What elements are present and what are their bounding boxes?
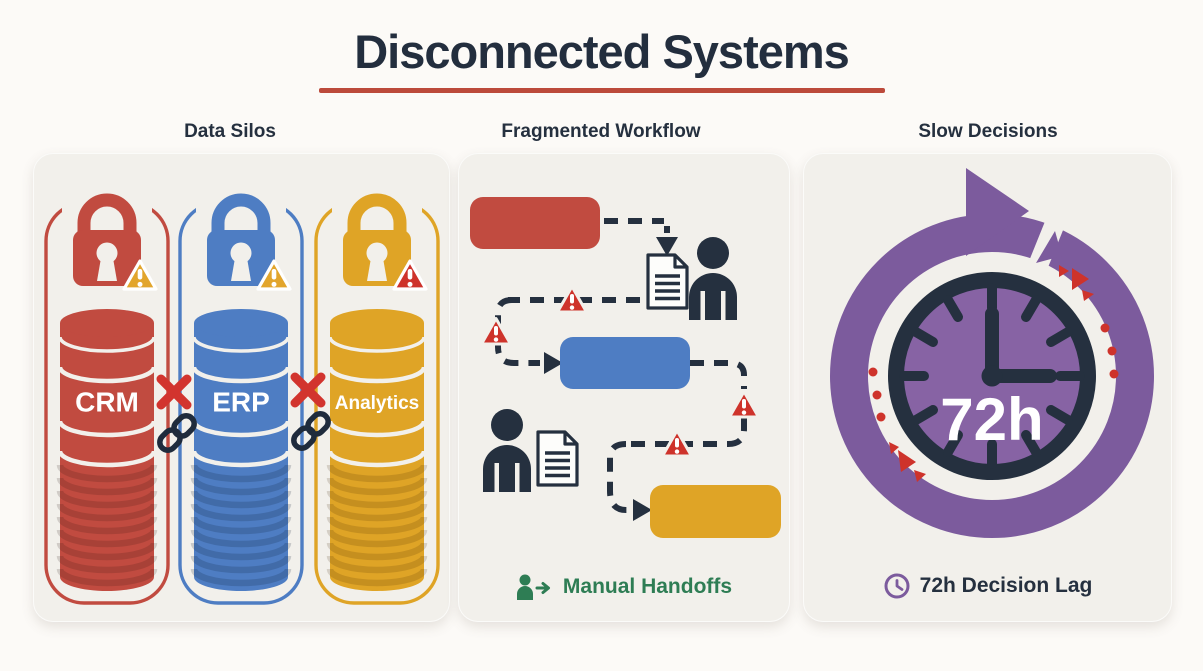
dashed-connectors [495, 218, 747, 513]
chain-link-icon [156, 412, 197, 453]
arrow-down-icon [656, 237, 678, 256]
slow-decisions-graphic: 72h [830, 168, 1154, 538]
panel-data-silos: CRM [33, 153, 450, 622]
no-connection-x-icon [161, 379, 187, 405]
warning-icon [480, 317, 512, 346]
person-handoff-icon [516, 574, 550, 600]
decision-lag-caption: 72h Decision Lag [803, 572, 1172, 600]
red-accent-marks [868, 265, 1119, 482]
silo-label: CRM [75, 386, 139, 417]
database-cylinder-icon: Analytics [326, 309, 428, 591]
person-icon [483, 409, 531, 492]
warning-icon [728, 390, 760, 419]
document-icon [646, 253, 689, 310]
chain-link-icon [290, 410, 331, 451]
panel-slow-decisions: 72h 72h Decision Lag [803, 153, 1172, 622]
lock-icon [207, 193, 275, 286]
silo-erp: ERP [178, 193, 304, 605]
lock-icon [343, 193, 411, 286]
silo-label: ERP [212, 386, 270, 417]
arrow-right-icon [633, 499, 652, 521]
silo-analytics: Analytics [314, 193, 440, 605]
header-data-silos: Data Silos [184, 121, 276, 142]
manual-handoffs-caption: Manual Handoffs [458, 574, 790, 600]
title-underline [319, 88, 885, 93]
header-fragmented-workflow: Fragmented Workflow [501, 121, 701, 142]
flow-step-box-yellow [650, 485, 781, 538]
data-silos-graphic: CRM [44, 193, 440, 605]
person-icon [689, 237, 737, 320]
flow-step-box-red [470, 197, 600, 249]
database-cylinder-icon: ERP [190, 309, 292, 591]
small-clock-icon [884, 573, 910, 599]
clock-value-label: 72h [940, 386, 1043, 453]
lock-icon [73, 193, 141, 286]
silo-crm: CRM [44, 193, 170, 605]
document-icon [536, 430, 579, 487]
flow-step-box-blue [560, 337, 690, 389]
header-slow-decisions: Slow Decisions [918, 121, 1058, 142]
caption-label: 72h Decision Lag [919, 574, 1093, 597]
circular-arrow-icon [830, 168, 1154, 538]
clock-icon: 72h [888, 272, 1096, 480]
page-title: Disconnected Systems [354, 25, 850, 78]
database-cylinder-icon: CRM [56, 309, 158, 591]
panel-fragmented-workflow: Manual Handoffs [458, 153, 790, 622]
arrow-right-icon [544, 352, 563, 374]
workflow-graphic [470, 197, 781, 538]
caption-label: Manual Handoffs [562, 575, 733, 598]
silo-label: Analytics [335, 393, 419, 414]
